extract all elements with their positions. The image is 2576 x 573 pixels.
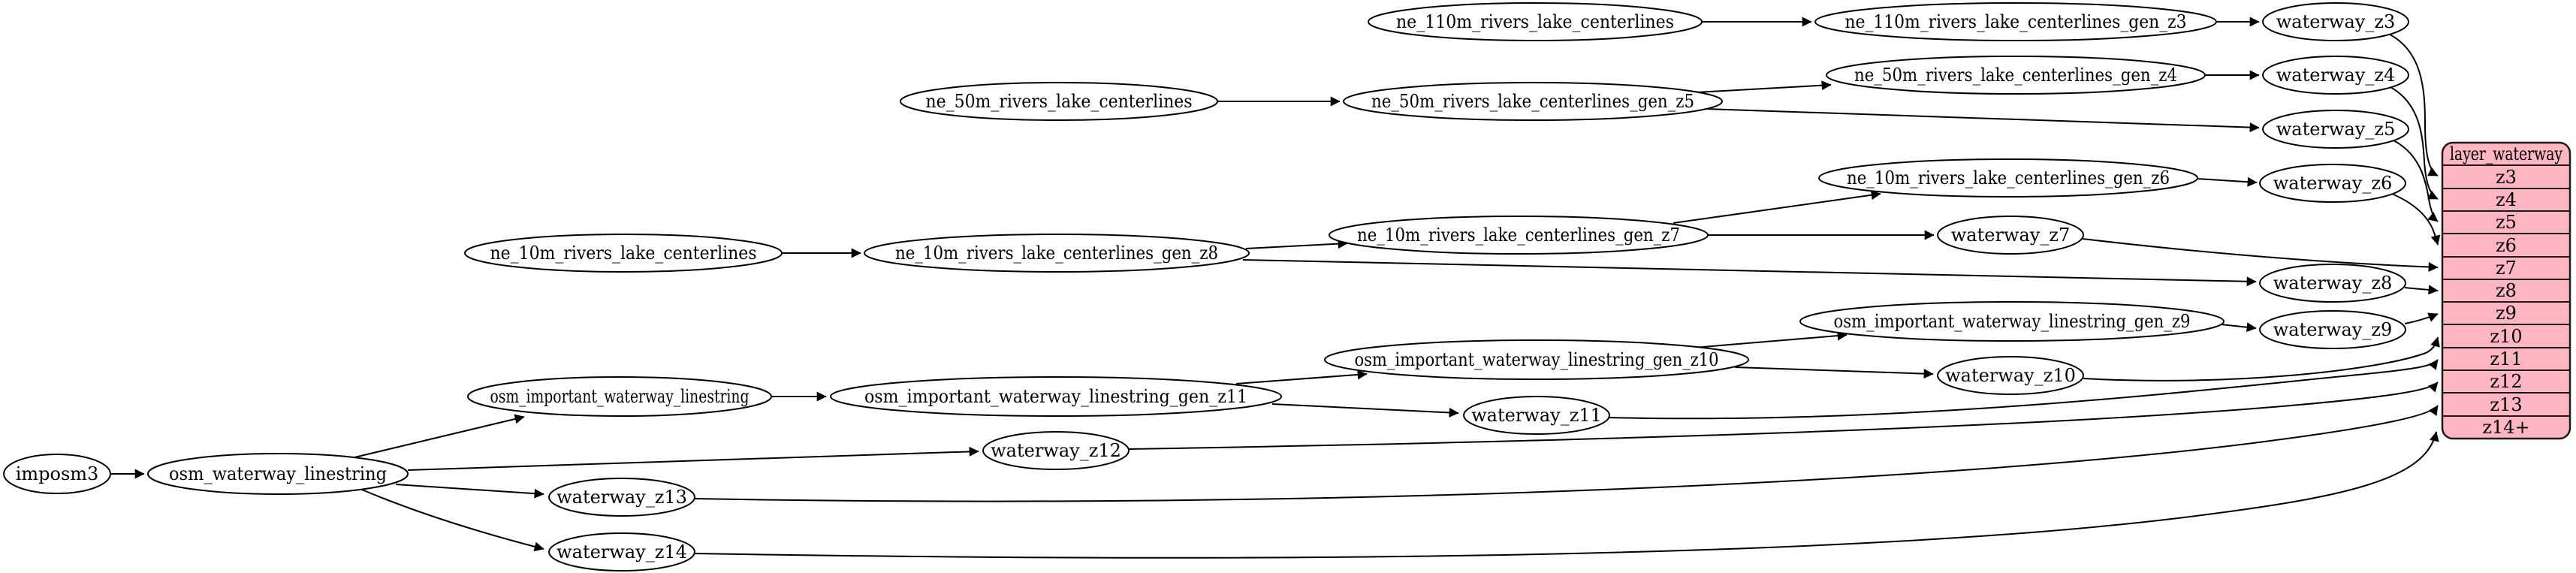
nodes: imposm3 osm_waterway_linestring osm_impo… (3, 2, 2409, 571)
node-waterway_z10: waterway_z10 (1937, 356, 2084, 395)
edge-waterway_z6-to-row_z6 (2387, 192, 2441, 246)
node-label: waterway_z5 (2276, 119, 2396, 140)
node-ne_10m_rivers_lake_centerlines_gen_z6: ne_10m_rivers_lake_centerlines_gen_z6 (1818, 158, 2198, 198)
table-row-z6: z6 (2496, 235, 2517, 256)
node-label: ne_10m_rivers_lake_centerlines (490, 243, 757, 264)
edge-osm_waterway-to-waterway_z14 (361, 489, 544, 552)
node-label: ne_10m_rivers_lake_centerlines_gen_z7 (1357, 225, 1680, 246)
node-label: ne_50m_rivers_lake_centerlines (926, 91, 1193, 112)
node-ne_10m_rivers_lake_centerlines: ne_10m_rivers_lake_centerlines (464, 234, 783, 273)
table-row-z13: z13 (2490, 394, 2522, 415)
edge-waterway_z12-to-row_z12 (1128, 381, 2439, 450)
table-title: layer_waterway (2450, 143, 2562, 164)
node-label: ne_110m_rivers_lake_centerlines_gen_z3 (1845, 11, 2187, 32)
node-label: waterway_z10 (1945, 365, 2076, 386)
table-layer_waterway: layer_waterway z3 z4 z5 z6 z7 z8 z9 z10 … (2441, 141, 2571, 440)
table-row-z8: z8 (2496, 280, 2517, 301)
edge-gen_z11-to-waterway_z11 (1271, 403, 1459, 418)
edge-waterway_z8-to-row_z8 (2404, 285, 2439, 295)
edge-gen_z10-to-waterway_z10 (1734, 366, 1934, 379)
table-row-z3: z3 (2496, 167, 2517, 188)
node-waterway_z7: waterway_z7 (1937, 216, 2084, 255)
node-label: ne_10m_rivers_lake_centerlines_gen_z6 (1847, 167, 2170, 188)
node-label: waterway_z11 (1471, 405, 1602, 426)
node-label: osm_important_waterway_linestring_gen_z1… (1355, 349, 1719, 370)
edge-gen_z8-to-waterway_z8 (1242, 259, 2257, 287)
edge-osm_waterway-to-waterway_z13 (395, 484, 544, 499)
node-osm_important_waterway_linestring_gen_z11: osm_important_waterway_linestring_gen_z1… (830, 376, 1282, 417)
node-waterway_z6: waterway_z6 (2259, 164, 2406, 203)
edge-waterway_z13-to-row_z13 (694, 405, 2439, 502)
node-ne_50m_rivers_lake_centerlines_gen_z5: ne_50m_rivers_lake_centerlines_gen_z5 (1343, 82, 1723, 121)
node-label: waterway_z13 (557, 487, 687, 508)
node-label: waterway_z7 (1951, 225, 2071, 246)
edge-gen_z9-to-waterway_z9 (2220, 322, 2257, 333)
node-label: waterway_z4 (2276, 65, 2396, 86)
node-osm_important_waterway_linestring_gen_z9: osm_important_waterway_linestring_gen_z9 (1799, 301, 2225, 342)
node-label: waterway_z6 (2273, 173, 2393, 194)
node-label: waterway_z14 (557, 541, 687, 562)
edge-osm_waterway-to-osm_important (351, 414, 525, 459)
node-osm_waterway_linestring: osm_waterway_linestring (147, 453, 409, 495)
node-label: ne_10m_rivers_lake_centerlines_gen_z8 (895, 243, 1218, 264)
node-ne_50m_rivers_lake_centerlines_gen_z4: ne_50m_rivers_lake_centerlines_gen_z4 (1826, 56, 2206, 95)
edge-gen_z7-to-gen_z6 (1673, 190, 1881, 224)
edge-gen_z5-to-waterway_z5 (1706, 108, 2260, 133)
edge-waterway_z10-to-row_z10 (2083, 336, 2440, 381)
table-row-z9: z9 (2496, 303, 2517, 324)
edge-gen_z11-to-gen_z10 (1235, 369, 1368, 385)
node-label: ne_50m_rivers_lake_centerlines_gen_z5 (1371, 91, 1694, 112)
edge-waterway_z5-to-row_z5 (2390, 138, 2439, 222)
table-row-z5: z5 (2496, 212, 2517, 233)
node-label: waterway_z9 (2273, 319, 2393, 340)
node-label: osm_waterway_linestring (169, 463, 387, 484)
edge-gen_z5-to-gen_z4 (1696, 80, 1832, 93)
node-label: osm_important_waterway_linestring (490, 386, 750, 407)
node-waterway_z12: waterway_z12 (982, 431, 1130, 470)
node-imposm3: imposm3 (3, 454, 111, 494)
edge-waterway_z9-to-row_z9 (2404, 312, 2439, 324)
edge-gen_z6-to-waterway_z6 (2197, 176, 2258, 187)
node-label: waterway_z12 (991, 440, 1121, 461)
node-ne_10m_rivers_lake_centerlines_gen_z8: ne_10m_rivers_lake_centerlines_gen_z8 (864, 234, 1250, 273)
edge-waterway_z11-to-row_z11 (1609, 359, 2439, 420)
table-row-z4: z4 (2496, 189, 2517, 210)
node-label: waterway_z8 (2273, 273, 2393, 294)
node-waterway_z8: waterway_z8 (2259, 264, 2406, 303)
table-frame (2441, 141, 2571, 440)
node-label: imposm3 (16, 463, 99, 484)
edge-osm_waterway-to-waterway_z12 (407, 446, 979, 471)
node-osm_important_waterway_linestring: osm_important_waterway_linestring (467, 376, 772, 417)
node-waterway_z9: waterway_z9 (2259, 310, 2406, 349)
edges (110, 17, 2441, 559)
edge-waterway_z14-to-row_z14 (694, 431, 2439, 559)
node-ne_10m_rivers_lake_centerlines_gen_z7: ne_10m_rivers_lake_centerlines_gen_z7 (1329, 216, 1709, 255)
node-label: ne_50m_rivers_lake_centerlines_gen_z4 (1854, 65, 2177, 86)
table-row-z11: z11 (2490, 348, 2522, 369)
node-label: ne_110m_rivers_lake_centerlines (1396, 11, 1674, 32)
edge-gen_z8-to-gen_z7 (1245, 239, 1348, 249)
node-label: osm_important_waterway_linestring_gen_z1… (864, 386, 1247, 407)
node-osm_important_waterway_linestring_gen_z10: osm_important_waterway_linestring_gen_z1… (1324, 339, 1749, 380)
node-waterway_z3: waterway_z3 (2262, 2, 2409, 41)
edge-waterway_z3-to-row_z3 (2384, 32, 2439, 176)
table-row-z12: z12 (2490, 371, 2522, 392)
edge-gen_z10-to-gen_z9 (1693, 330, 1848, 348)
table-row-z10: z10 (2490, 326, 2522, 347)
node-waterway_z11: waterway_z11 (1463, 396, 1610, 435)
node-waterway_z5: waterway_z5 (2262, 110, 2409, 149)
edge-waterway_z7-to-row_z7 (2082, 238, 2439, 273)
node-ne_110m_rivers_lake_centerlines_gen_z3: ne_110m_rivers_lake_centerlines_gen_z3 (1814, 2, 2217, 41)
node-ne_110m_rivers_lake_centerlines: ne_110m_rivers_lake_centerlines (1368, 2, 1703, 41)
edge-waterway_z4-to-row_z4 (2387, 85, 2439, 200)
table-row-z7: z7 (2496, 258, 2517, 279)
node-waterway_z13: waterway_z13 (548, 478, 695, 517)
node-waterway_z4: waterway_z4 (2262, 56, 2409, 95)
table-row-z14plus: z14+ (2482, 417, 2529, 438)
table-separators (2442, 164, 2570, 417)
node-waterway_z14: waterway_z14 (548, 532, 695, 571)
node-ne_50m_rivers_lake_centerlines: ne_50m_rivers_lake_centerlines (900, 82, 1218, 121)
node-label: osm_important_waterway_linestring_gen_z9 (1834, 311, 2191, 332)
node-label: waterway_z3 (2276, 11, 2396, 32)
